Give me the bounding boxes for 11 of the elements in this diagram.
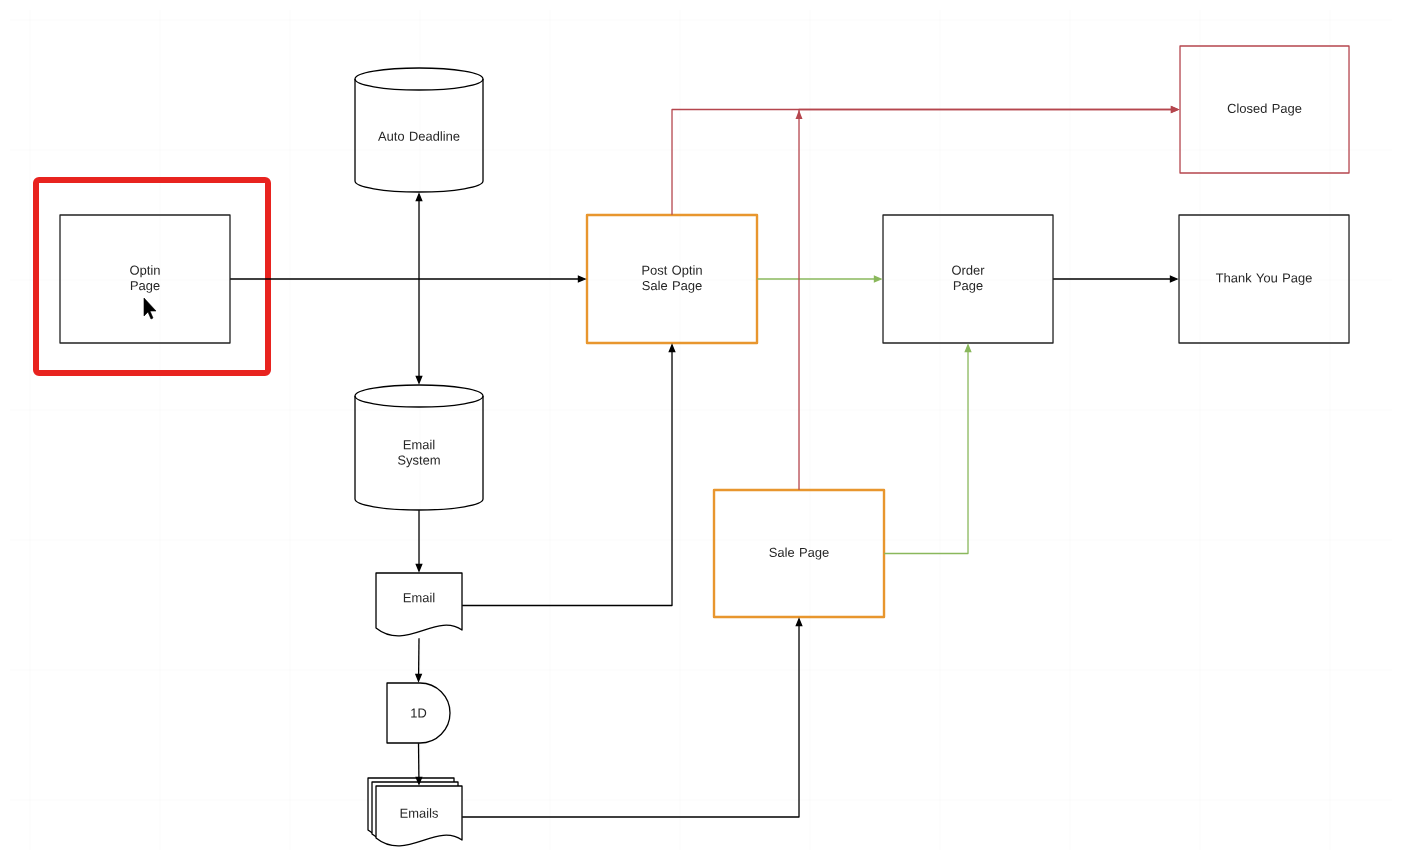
highlight-frame xyxy=(33,177,271,376)
process-box: Order Page xyxy=(882,214,1054,344)
node-label: Auto Deadline xyxy=(378,131,460,141)
process-box: Post Optin Sale Page xyxy=(585,213,759,345)
process-box: Optin Page xyxy=(59,214,231,344)
process-box: Thank You Page xyxy=(1178,214,1350,344)
database-cylinder: Email System xyxy=(354,384,484,511)
process-box: Sale Page xyxy=(712,488,886,619)
database-cylinder: Auto Deadline xyxy=(354,67,484,193)
process-box: Closed Page xyxy=(1179,45,1350,174)
node-label: Email System xyxy=(398,439,440,468)
